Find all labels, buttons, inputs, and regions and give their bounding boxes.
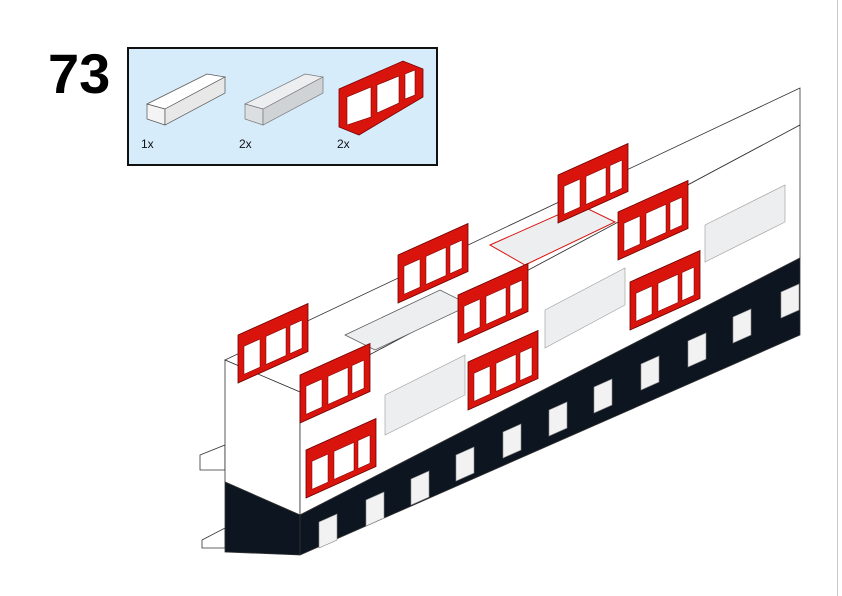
red-window-pane — [519, 346, 533, 381]
red-window-pane — [635, 285, 653, 322]
white-brick-icon — [146, 73, 227, 126]
part-white-brick: 1x — [137, 49, 237, 166]
red-window-pane — [669, 196, 683, 231]
red-window-pane — [463, 298, 481, 335]
red-window-pane — [449, 239, 463, 274]
page-edge-line — [837, 0, 838, 596]
red-window-pane — [333, 442, 355, 480]
part-quantity: 2x — [239, 137, 252, 151]
black-band-window — [410, 470, 430, 506]
trans-brick-front — [384, 354, 466, 436]
red-window-pane — [425, 247, 447, 285]
base-plate — [199, 444, 226, 471]
red-window-pane — [563, 178, 581, 215]
red-window-pane — [403, 258, 421, 295]
part-quantity: 2x — [337, 137, 350, 151]
red-window-pane — [473, 365, 491, 402]
black-band-window — [318, 513, 338, 549]
red-window-pane — [623, 215, 641, 252]
red-window-pane — [311, 453, 329, 490]
black-band-window — [455, 446, 475, 482]
red-window-pane — [495, 354, 517, 392]
red-window-pane — [243, 338, 261, 375]
red-window-pane — [357, 434, 371, 469]
red-window-pane — [351, 359, 365, 394]
part-trans-brick: 2x — [235, 49, 335, 166]
part-quantity: 1x — [141, 137, 154, 151]
red-window-pane — [609, 159, 623, 194]
red-window-icon — [338, 60, 424, 136]
black-band-window — [502, 423, 522, 459]
red-window-pane — [509, 279, 523, 314]
red-window-pane — [585, 167, 607, 205]
red-window-pane — [265, 327, 287, 365]
red-window-pane — [289, 319, 303, 354]
black-band-window — [365, 491, 385, 527]
step-number: 73 — [48, 42, 111, 105]
trans-brick-front — [544, 267, 626, 349]
black-band-window — [780, 283, 800, 319]
base-plate-lower — [201, 527, 226, 549]
parts-callout: 1x 2x 2x — [127, 47, 438, 166]
black-band-window — [732, 308, 752, 344]
red-window-pane — [645, 204, 667, 242]
part-red-window: 2x — [333, 49, 433, 166]
black-band-window — [593, 378, 613, 414]
trans-brick-opening — [488, 204, 617, 266]
red-window-pane — [681, 266, 695, 301]
black-band-window — [548, 401, 568, 437]
red-window-pane — [305, 378, 323, 415]
black-band-window — [687, 332, 707, 368]
red-window-pane — [485, 287, 507, 325]
red-window-pane — [657, 274, 679, 312]
red-window-pane — [327, 367, 349, 405]
trans-brick-front — [704, 184, 786, 263]
black-band-window — [640, 355, 660, 391]
trans-brick-icon — [244, 73, 325, 126]
